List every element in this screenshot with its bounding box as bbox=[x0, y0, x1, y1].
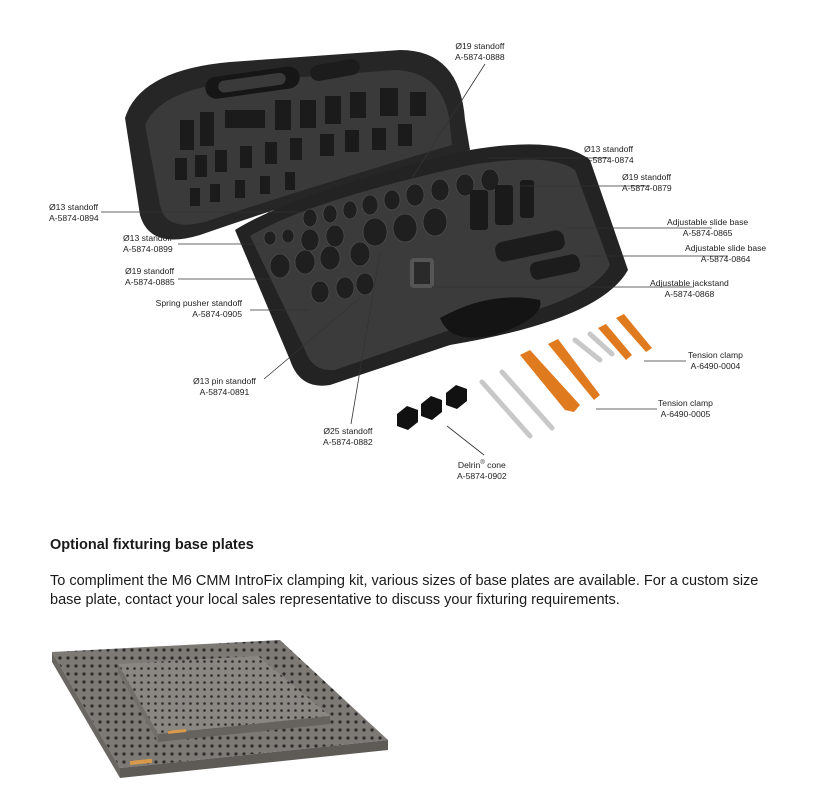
callout-adjustable-slide-base-0864: Adjustable slide base A-5874-0864 bbox=[685, 243, 767, 264]
clamping-kit-illustration bbox=[101, 50, 728, 456]
callout-adjustable-slide-base-0865: Adjustable slide base A-5874-0865 bbox=[667, 217, 749, 238]
callout-d19-standoff-top: Ø19 standoff A-5874-0888 bbox=[455, 41, 505, 62]
callout-tension-clamp-0004: Tension clamp A-6490-0004 bbox=[688, 350, 743, 371]
callout-d13-pin-standoff: Ø13 pin standoff A-5874-0891 bbox=[193, 376, 256, 397]
small-base-plate bbox=[118, 656, 330, 742]
callout-d19-standoff-0879: Ø19 standoff A-5874-0879 bbox=[622, 172, 672, 193]
case-lid bbox=[125, 50, 470, 240]
callout-spring-pusher-standoff: Spring pusher standoff A-5874-0905 bbox=[155, 298, 242, 319]
tension-rods bbox=[479, 331, 615, 439]
callout-adjustable-jackstand: Adjustable jackstand A-5874-0868 bbox=[650, 278, 729, 299]
callout-d13-standoff-0894: Ø13 standoff A-5874-0894 bbox=[49, 202, 99, 223]
leader-lines bbox=[101, 63, 728, 456]
case-base bbox=[235, 144, 628, 386]
callout-tension-clamp-0005: Tension clamp A-6490-0005 bbox=[658, 398, 713, 419]
callout-delrin-cone: Delrin® cone A-5874-0902 bbox=[457, 459, 507, 481]
base-plates-illustration bbox=[52, 640, 388, 778]
callout-d19-standoff-0885: Ø19 standoff A-5874-0885 bbox=[125, 266, 175, 287]
tension-clamps bbox=[520, 314, 652, 412]
callout-d13-standoff-0874: Ø13 standoff A-5874-0874 bbox=[584, 144, 634, 165]
callout-d25-standoff: Ø25 standoff A-5874-0882 bbox=[323, 426, 373, 447]
section-heading: Optional fixturing base plates bbox=[50, 537, 254, 553]
section-body: To compliment the M6 CMM IntroFix clampi… bbox=[50, 573, 759, 608]
delrin-cones bbox=[397, 385, 467, 430]
callout-d13-standoff-0899: Ø13 standoff A-5874-0899 bbox=[123, 233, 173, 254]
